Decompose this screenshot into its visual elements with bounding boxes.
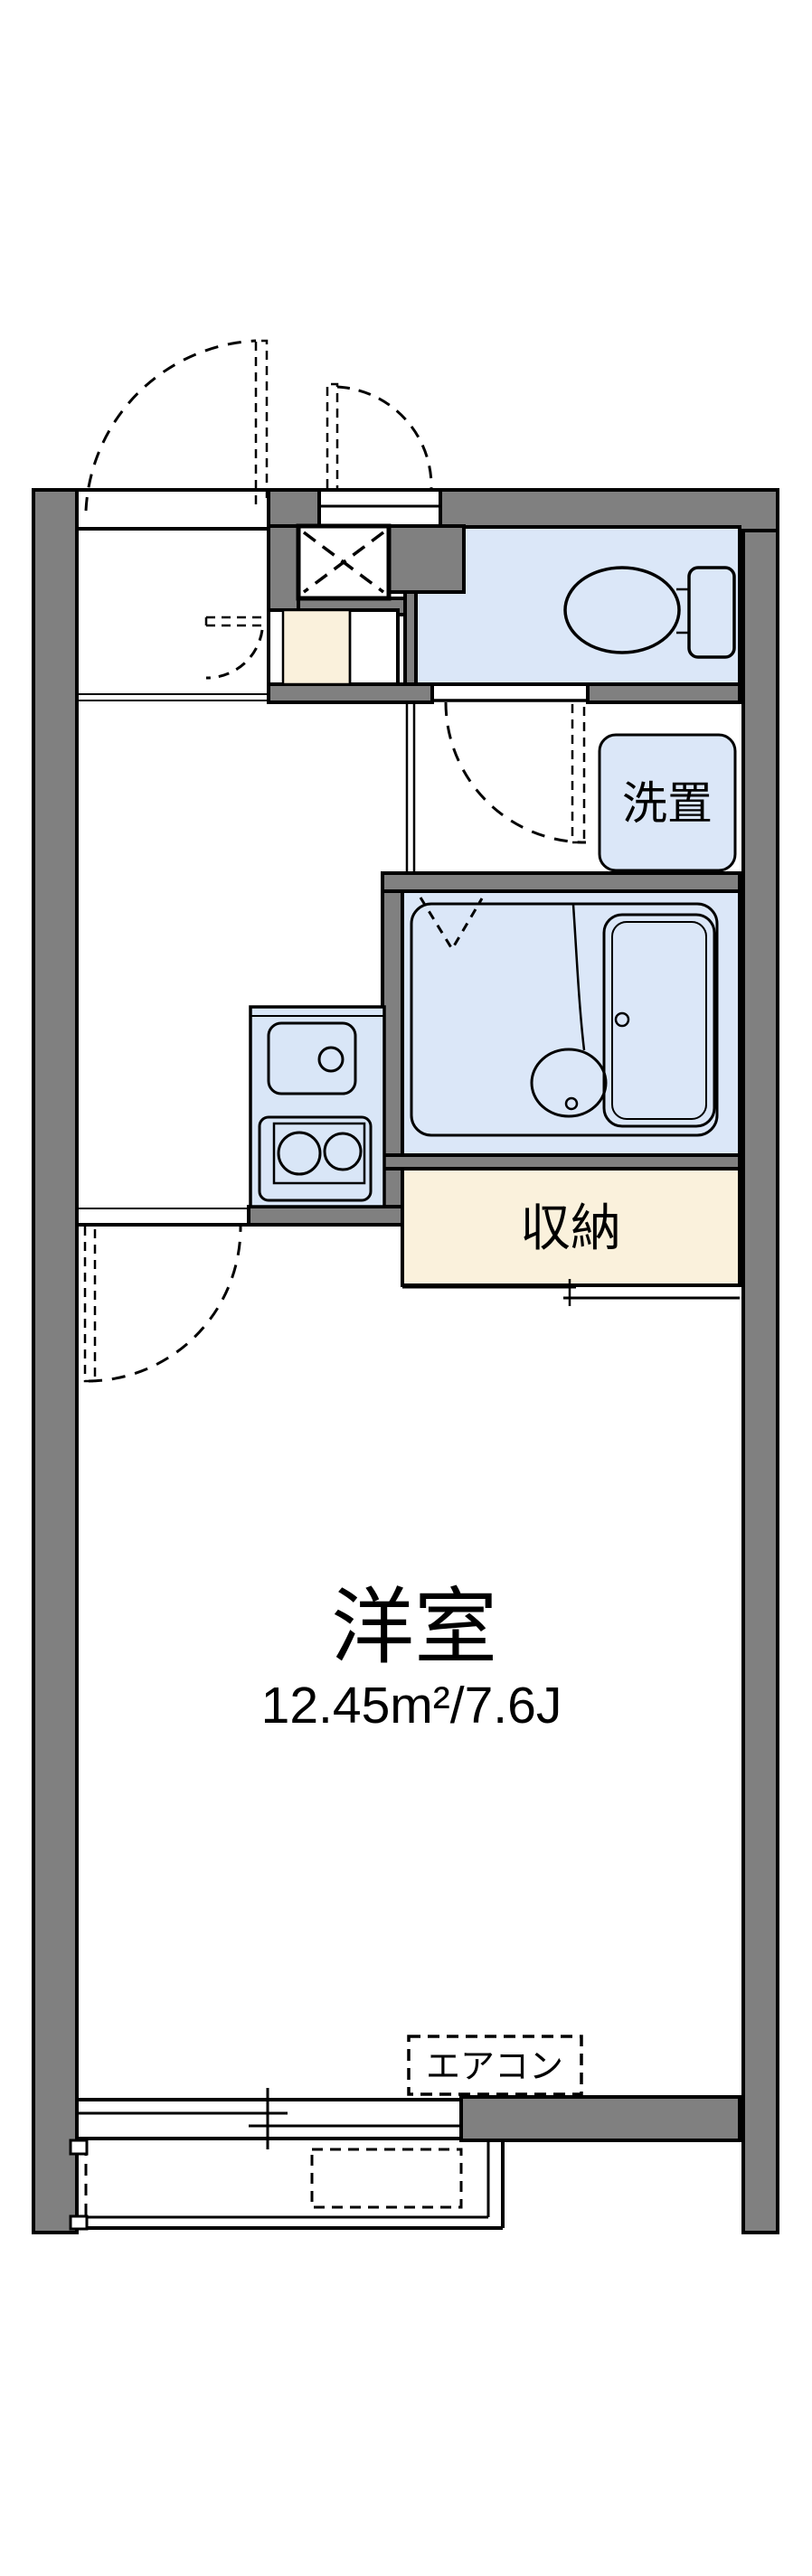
kitchen-stove (258, 1115, 373, 1202)
wash-basin (530, 1048, 608, 1118)
storage-label: 収納 (520, 1199, 621, 1256)
entry-closet-door-leaf (204, 616, 265, 627)
wall-bath-storage (381, 1153, 741, 1170)
balcony (69, 2139, 505, 2231)
bath-unit-outline (410, 902, 719, 1137)
bath-counter-line (571, 904, 586, 1051)
washroom-partition (405, 702, 416, 873)
bath-door-fold-icon (419, 897, 484, 952)
shoe-cabinet-center (281, 608, 352, 686)
toilet-door-leaf (571, 704, 586, 844)
entry-closet-door-arc (205, 629, 264, 680)
storage-closet: 収納 (401, 1167, 741, 1306)
main-room-door-leaf (83, 1227, 97, 1383)
wall-toilet-bottom (586, 682, 741, 704)
storage-sliding-door (402, 1279, 740, 1306)
bathroom-floor (401, 889, 741, 1157)
toilet-door-arc (444, 701, 587, 844)
main-room-label: 洋室 (331, 1582, 497, 1674)
toilet-doorway (432, 682, 588, 702)
toilet-fixture (563, 566, 736, 659)
wall-washroom-bottom (381, 871, 741, 893)
meter-box-cross-icon (302, 531, 385, 594)
balcony-wall-cap (69, 2139, 89, 2156)
wall-entry-right (267, 524, 300, 616)
balcony-outer-rail (72, 2140, 505, 2230)
kitchen-doorway (77, 1208, 249, 1227)
main-room-door-arc (88, 1226, 242, 1383)
main-room-window (77, 2088, 461, 2149)
kitchen-counter (249, 1005, 386, 1208)
toilet-room (414, 525, 741, 686)
toilet-room-floor (414, 525, 741, 686)
outer-walls (32, 488, 779, 2234)
entrance-step-line (77, 693, 269, 701)
wall-right (741, 488, 779, 2234)
kitchen-counter-outline (249, 1005, 386, 1208)
shoe-cabinet (267, 608, 400, 686)
kitchen-sink (267, 1021, 357, 1095)
balcony-inner-rail (72, 2140, 490, 2219)
bathtub (602, 913, 716, 1128)
washer-label: 洗置 (622, 778, 713, 829)
bathroom (401, 889, 741, 1157)
wall-openings (77, 488, 440, 531)
wall-right-of-meter-box (387, 524, 466, 594)
aircon-label: エアコン (426, 2048, 563, 2086)
interior-walls (247, 524, 741, 1227)
wall-kitchen-bottom (247, 1205, 404, 1227)
sink-drain-icon (317, 1046, 345, 1073)
washing-machine-space (598, 733, 737, 872)
meter-door-leaf (326, 382, 339, 488)
aircon-outline (407, 2035, 583, 2096)
wall-bottom-right (459, 2095, 741, 2142)
toilet-connector (676, 588, 689, 635)
toilet-bowl (563, 566, 681, 654)
storage-floor (401, 1167, 741, 1287)
entrance-door-arc (84, 339, 257, 512)
door-swings (83, 339, 587, 1383)
wall-below-shoe-cabinet (267, 682, 434, 704)
main-room-area-label: 12.45m²/7.6J (261, 1677, 562, 1735)
stove-burner-icon (277, 1131, 322, 1176)
stove-burner-icon (323, 1132, 363, 1171)
entrance-door-leaf (254, 339, 269, 504)
wall-left (32, 488, 79, 2234)
meter-door-arc (336, 385, 433, 489)
basin-drain-icon (564, 1096, 579, 1111)
balcony-equipment-area (310, 2148, 463, 2209)
main-room: 洋室 12.45m²/7.6J (261, 1582, 562, 1735)
toilet-tank (687, 566, 736, 659)
aircon-box: エアコン (407, 2035, 583, 2096)
balcony-wall-cap (69, 2214, 89, 2231)
meter-box (296, 523, 392, 601)
wall-top-right (439, 488, 779, 532)
washroom: 洗置 (405, 702, 737, 873)
bathtub-drain-icon (614, 1011, 630, 1028)
